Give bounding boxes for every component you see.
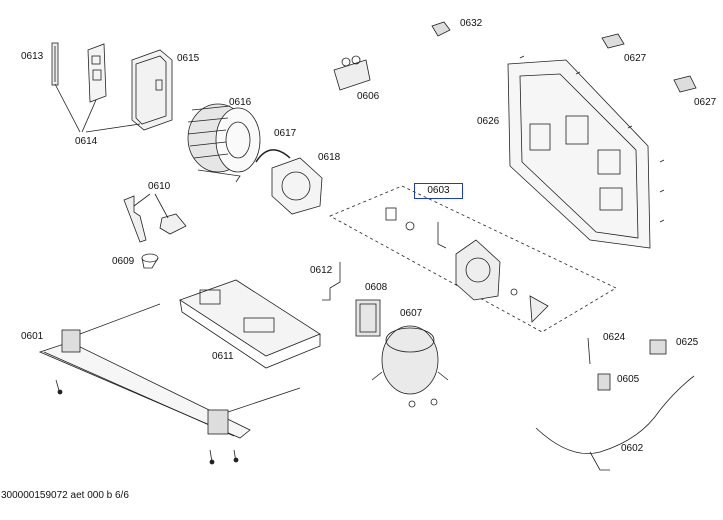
label-0610: 0610 — [148, 181, 171, 192]
label-0605: 0605 — [617, 374, 640, 385]
part-0632-clip — [431, 21, 451, 37]
part-0609-valve — [141, 253, 159, 269]
label-0611: 0611 — [212, 351, 234, 362]
part-0614-board — [87, 43, 107, 103]
part-0606-valve — [333, 55, 371, 91]
label-0618: 0618 — [318, 152, 341, 163]
part-0610-brackets — [123, 193, 187, 243]
label-0627-right: 0627 — [694, 97, 717, 108]
label-0614: 0614 — [75, 136, 98, 147]
document-footer-id: 300000159072 aet 000 b 6/6 — [1, 490, 129, 501]
part-0613-rail — [51, 42, 59, 86]
label-0609: 0609 — [112, 256, 135, 267]
part-0616-coil — [187, 103, 261, 183]
part-0611-tray — [179, 279, 321, 369]
part-0608-relay — [355, 299, 381, 337]
part-0612-tube — [322, 262, 341, 301]
label-0601: 0601 — [21, 331, 44, 342]
part-0602-plug — [589, 451, 610, 471]
leader-lines-0614 — [54, 83, 141, 133]
label-0613: 0613 — [21, 51, 44, 62]
label-0626: 0626 — [477, 116, 500, 127]
label-0602: 0602 — [621, 443, 644, 454]
label-0608: 0608 — [365, 282, 388, 293]
part-0618-cover — [271, 157, 323, 215]
part-0603-fan-group — [329, 185, 617, 333]
label-0625: 0625 — [676, 337, 699, 348]
label-0616: 0616 — [229, 97, 252, 108]
label-0615: 0615 — [177, 53, 200, 64]
label-0607: 0607 — [400, 308, 423, 319]
label-0632: 0632 — [460, 18, 483, 29]
part-0617-arc — [255, 149, 291, 163]
label-0624: 0624 — [603, 332, 626, 343]
part-0624-sensor — [587, 337, 591, 365]
label-0617: 0617 — [274, 128, 297, 139]
part-0605-block — [597, 373, 611, 391]
part-0602-cable — [535, 375, 695, 454]
label-0612: 0612 — [310, 265, 333, 276]
screws-0626 — [519, 55, 665, 223]
label-0603-highlighted[interactable]: 0603 — [414, 183, 463, 199]
part-0601-base-frame — [38, 303, 301, 465]
part-0627-blocks — [601, 33, 697, 93]
part-0615-module — [131, 49, 173, 131]
label-0606: 0606 — [357, 91, 380, 102]
part-0626-rear-panel — [507, 59, 651, 249]
label-0627-top: 0627 — [624, 53, 647, 64]
part-0607-compressor — [371, 325, 449, 408]
part-0625-switch — [649, 339, 667, 355]
